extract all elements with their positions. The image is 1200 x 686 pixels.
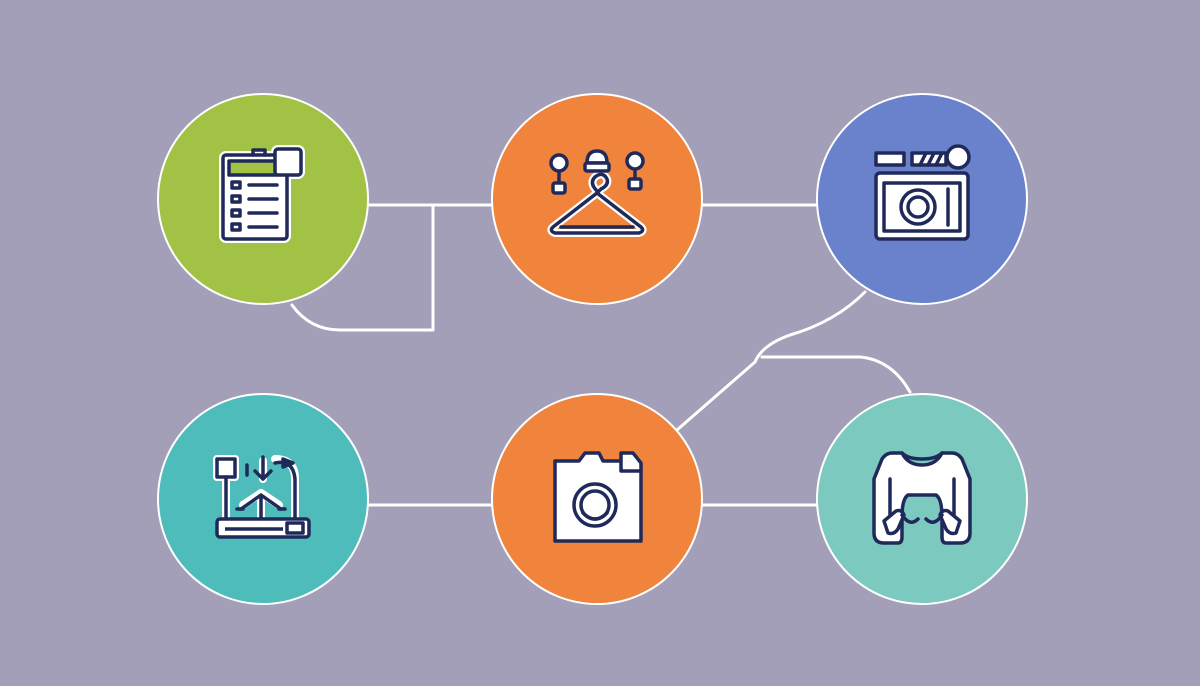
connector-1-loop (290, 203, 435, 332)
sweater-icon (872, 451, 972, 545)
node-process-flow[interactable] (157, 393, 369, 605)
node-calculator[interactable] (157, 93, 369, 305)
clothes-hanger-icon (547, 149, 647, 237)
node-hanger[interactable] (491, 93, 703, 305)
process-flow-icon (213, 455, 311, 539)
node-camera[interactable] (491, 393, 703, 605)
connector-3-5 (675, 290, 867, 432)
connector-3-6 (760, 355, 912, 394)
camera-device-icon (874, 144, 971, 241)
node-sweater[interactable] (816, 393, 1028, 605)
camera-icon (553, 451, 643, 543)
calculator-checklist-icon (219, 145, 305, 243)
node-camera-device[interactable] (816, 93, 1028, 305)
